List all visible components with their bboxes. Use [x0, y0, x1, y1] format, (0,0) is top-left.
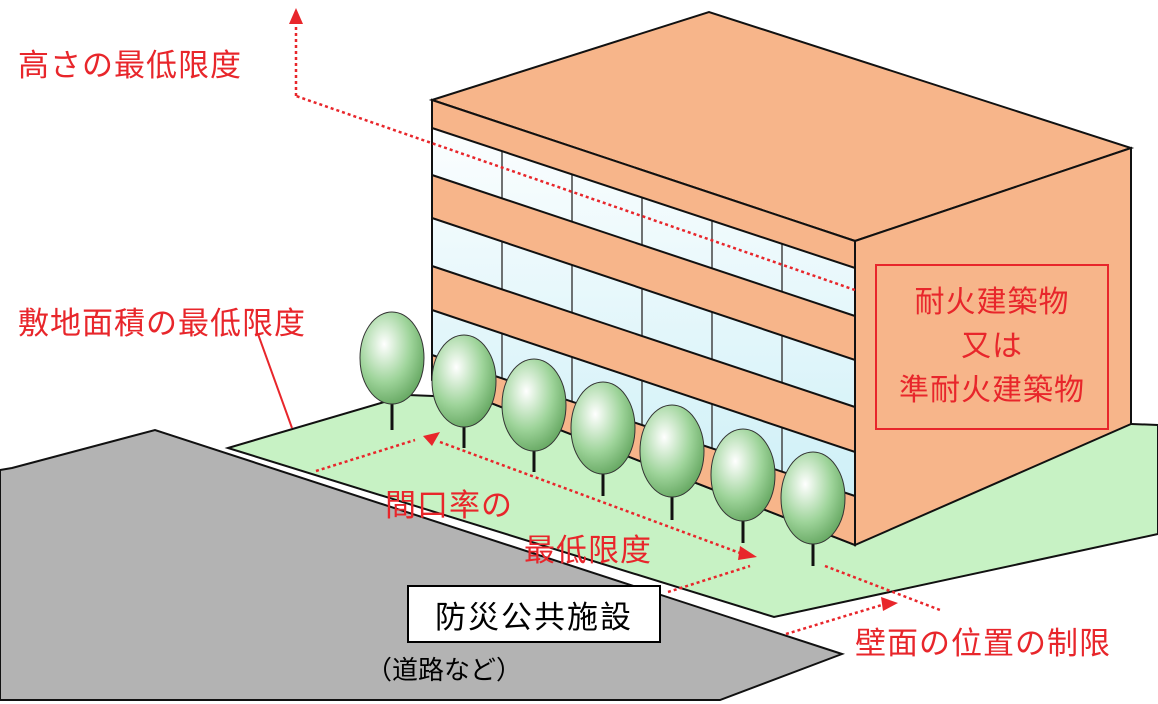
arrow-right-icon — [881, 597, 898, 611]
tree — [780, 451, 846, 566]
road-note: （道路など） — [366, 656, 523, 686]
label-wall-position: 壁面の位置の制限 — [855, 626, 1111, 662]
arrowheads — [289, 8, 898, 611]
window-mullions — [501, 123, 783, 517]
label-frontage-line2: 最低限度 — [524, 533, 652, 569]
tree — [710, 428, 776, 543]
wall-offset-line — [785, 602, 886, 636]
tree — [570, 381, 636, 496]
wall-position-line — [824, 564, 941, 612]
trees — [359, 311, 846, 566]
tree — [639, 404, 705, 520]
label-site-area-min: 敷地面積の最低限度 — [18, 306, 306, 342]
arrow-right-icon — [738, 546, 757, 560]
arrow-left-icon — [423, 432, 440, 446]
frontage-line — [315, 438, 416, 473]
annotations — [257, 24, 941, 636]
fire-line-1: 耐火建築物 — [914, 285, 1070, 320]
frontage-line-2 — [667, 564, 751, 594]
label-frontage-line1: 間口率の — [385, 488, 513, 524]
label-height-min: 高さの最低限度 — [18, 48, 242, 84]
fire-resistant-box: 耐火建築物 又は 準耐火建築物 — [875, 264, 1109, 430]
frontage-dim-line — [439, 440, 741, 555]
site-area-leader — [257, 333, 293, 429]
arrow-up-icon — [289, 8, 303, 24]
facility-box: 防災公共施設 — [407, 585, 661, 643]
fire-line-2: 又は — [961, 329, 1023, 364]
tree — [431, 334, 497, 448]
floor-band-1 — [431, 173, 856, 362]
tree — [359, 311, 425, 430]
fire-line-3: 準耐火建築物 — [899, 373, 1085, 408]
height-leader-line — [295, 94, 856, 292]
tree — [501, 358, 567, 472]
parapet-band — [431, 98, 856, 270]
floor-band-2 — [431, 264, 856, 454]
